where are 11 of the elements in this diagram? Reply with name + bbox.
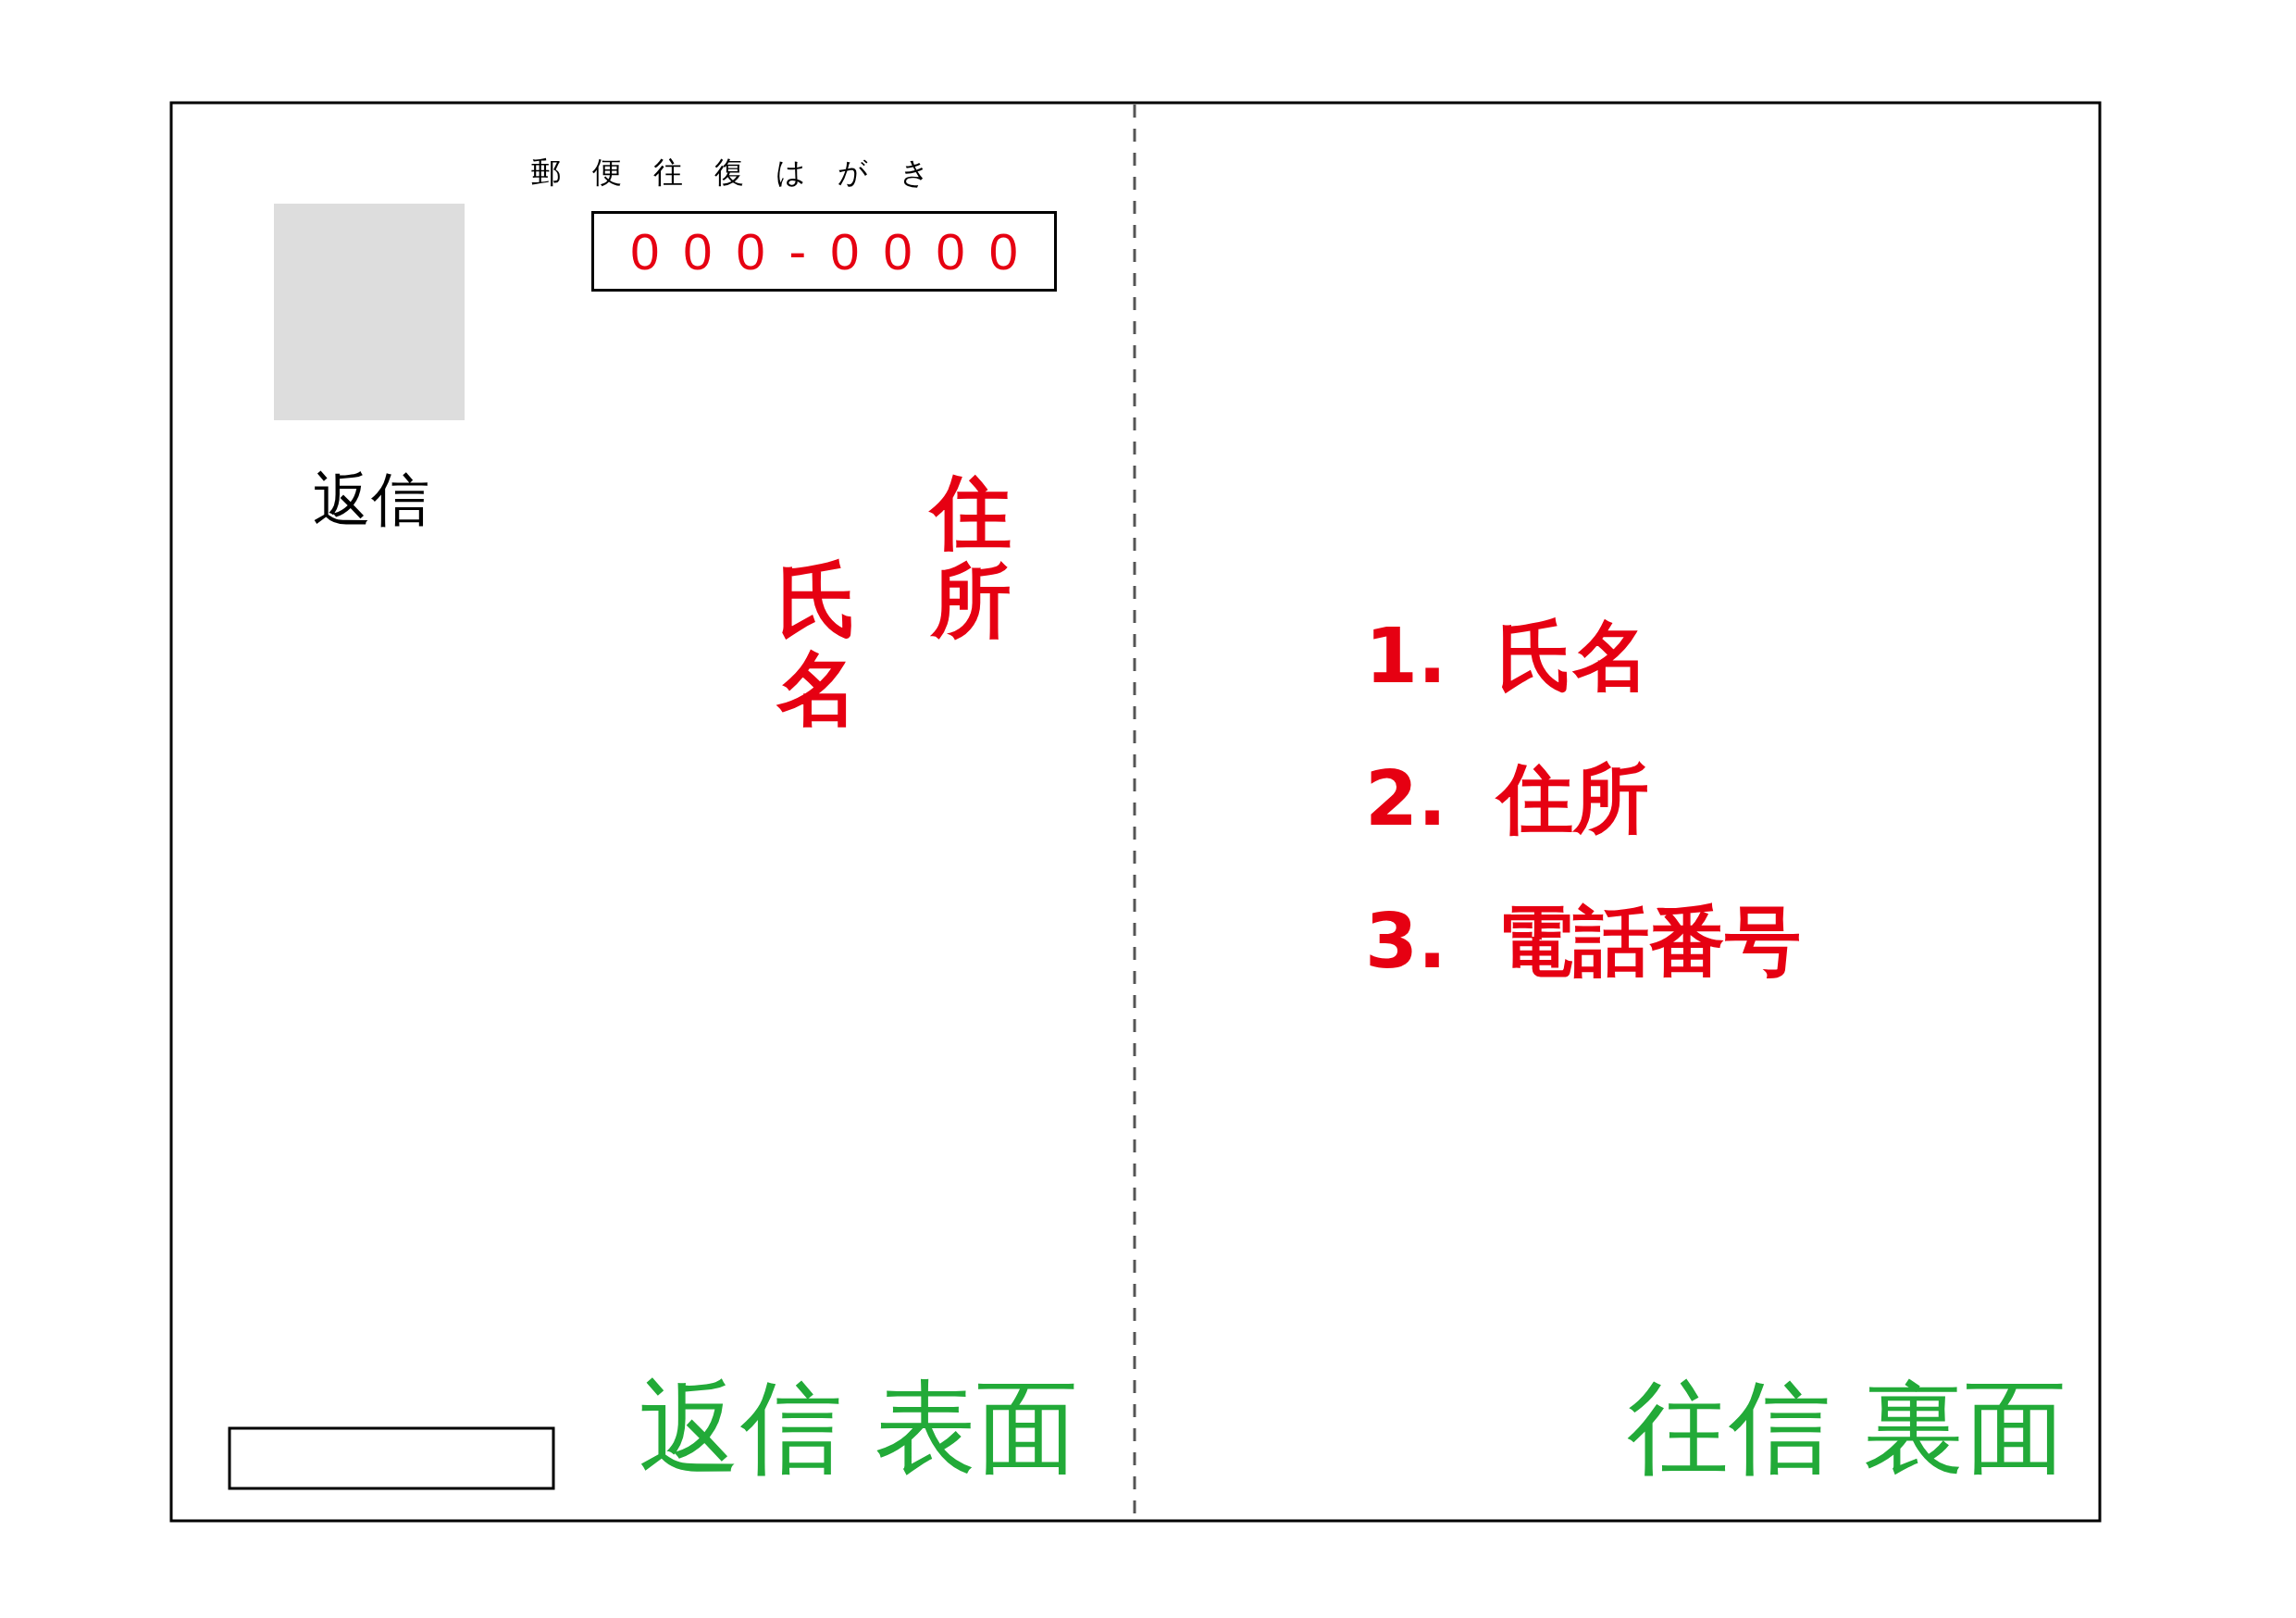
- side-caption: 返信 表面: [639, 1376, 1078, 1478]
- name-vertical-label: 氏名: [777, 556, 858, 734]
- postal-code-field: 000-0000: [591, 211, 1057, 292]
- postcard-heading: 郵便往復はがき: [531, 157, 962, 187]
- list-number: 3.: [1365, 903, 1447, 979]
- list-item-text: 氏名: [1497, 618, 1649, 694]
- list-number: 2.: [1365, 761, 1447, 837]
- reply-label: 返信: [313, 470, 429, 529]
- list-item-text: 電話番号: [1497, 903, 1801, 979]
- list-number: 1.: [1365, 618, 1447, 694]
- side-caption: 往信 裏面: [1627, 1376, 2066, 1478]
